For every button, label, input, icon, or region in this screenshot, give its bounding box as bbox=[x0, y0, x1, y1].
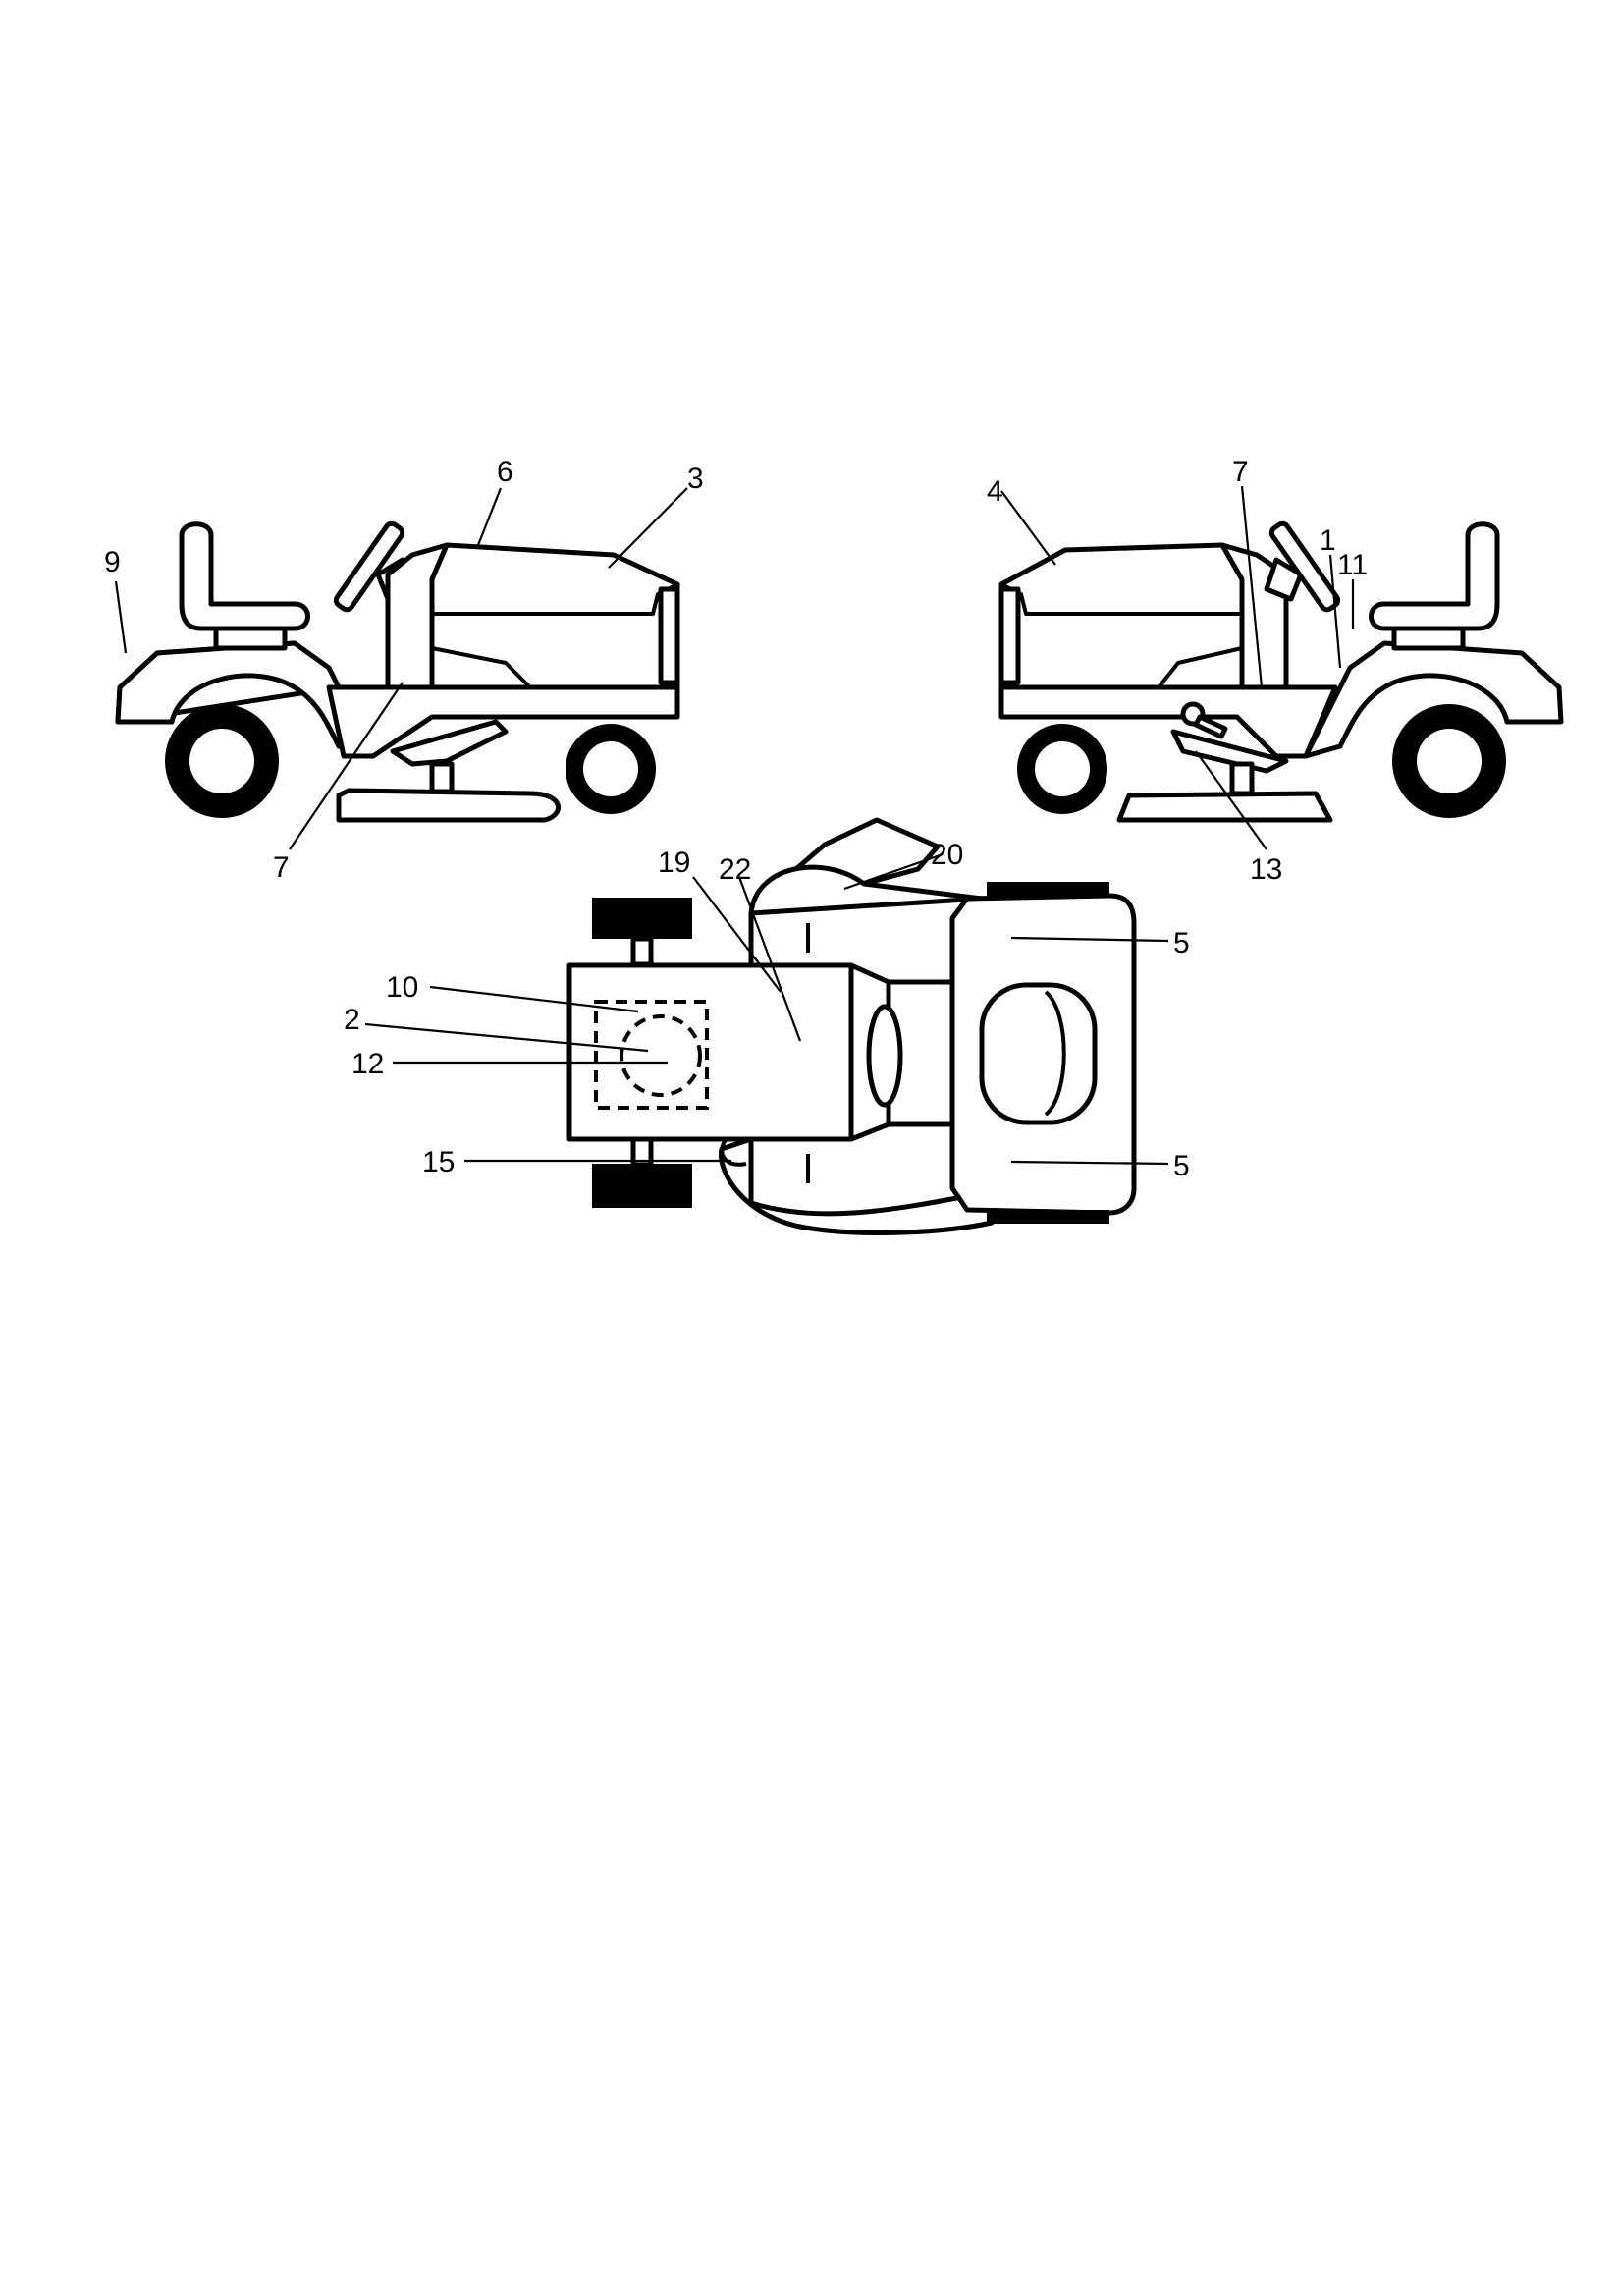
rear-wheel-hub bbox=[1417, 729, 1482, 793]
callout-11: 11 bbox=[1337, 549, 1368, 581]
rear-wheel-top bbox=[592, 898, 692, 939]
grille bbox=[658, 586, 680, 685]
leader-5-bottom bbox=[1010, 1160, 1169, 1166]
leader-6 bbox=[476, 487, 503, 546]
mower-deck bbox=[1116, 791, 1333, 823]
leader-20 bbox=[843, 852, 944, 891]
fuel-cap-area bbox=[620, 1014, 702, 1097]
callout-7-right: 7 bbox=[1232, 456, 1249, 488]
steering-wheel bbox=[333, 520, 405, 613]
mower-deck bbox=[336, 788, 561, 823]
callout-22: 22 bbox=[719, 853, 751, 886]
seat-post bbox=[213, 626, 288, 651]
callout-10: 10 bbox=[386, 971, 418, 1004]
leader-3 bbox=[608, 487, 688, 569]
tractor-top-view: 19 22 20 10 2 12 15 5 5 bbox=[344, 817, 1190, 1235]
seat-post bbox=[1391, 626, 1466, 651]
front-wheel-top bbox=[987, 882, 1109, 898]
hood-vent-inner bbox=[1044, 990, 1066, 1117]
steering-wheel bbox=[1268, 520, 1341, 613]
steering-wheel-top bbox=[866, 1004, 903, 1108]
leader-1 bbox=[1328, 554, 1342, 669]
callout-12: 12 bbox=[351, 1048, 384, 1080]
leader-4 bbox=[1000, 490, 1056, 566]
callout-20: 20 bbox=[931, 839, 963, 871]
callout-19: 19 bbox=[658, 847, 690, 879]
tractor-right-side-view: 4 7 1 11 13 bbox=[987, 456, 1564, 886]
callout-5-bottom: 5 bbox=[1173, 1150, 1190, 1182]
leader-10 bbox=[429, 985, 639, 1013]
callout-1: 1 bbox=[1320, 524, 1336, 557]
front-wheel-hub bbox=[583, 741, 638, 796]
deck-hanger bbox=[429, 761, 455, 794]
seat bbox=[179, 521, 310, 631]
rear-body bbox=[566, 962, 854, 1142]
tank-edge bbox=[720, 1137, 747, 1167]
foot-pedal bbox=[390, 719, 509, 767]
leader-13 bbox=[1195, 750, 1267, 850]
rear-fender bbox=[1303, 640, 1564, 759]
leader-5-top bbox=[1010, 936, 1169, 943]
frame bbox=[998, 684, 1338, 759]
deck-hanger bbox=[1229, 761, 1255, 796]
hood bbox=[998, 542, 1245, 690]
rear-wheel-hub bbox=[189, 729, 254, 793]
callout-6: 6 bbox=[497, 456, 513, 488]
leader-7-right bbox=[1240, 485, 1264, 688]
tractor-left-side-view: 6 3 9 7 bbox=[104, 456, 704, 884]
callout-13: 13 bbox=[1250, 853, 1282, 886]
hood-vent bbox=[979, 982, 1098, 1125]
callout-3: 3 bbox=[687, 463, 704, 495]
hood bbox=[429, 542, 680, 690]
leader-7-left bbox=[289, 682, 404, 850]
callout-2: 2 bbox=[344, 1004, 360, 1036]
front-wheel-bottom bbox=[987, 1210, 1109, 1224]
lever bbox=[1193, 714, 1228, 739]
front-wheel-hub bbox=[1035, 741, 1090, 796]
axle-top bbox=[630, 936, 654, 967]
callout-4: 4 bbox=[987, 475, 1003, 508]
leader-9 bbox=[114, 580, 128, 654]
callout-15: 15 bbox=[422, 1146, 455, 1178]
foot-pedal bbox=[1170, 729, 1289, 774]
callout-9: 9 bbox=[104, 546, 121, 578]
seat bbox=[1369, 521, 1500, 631]
callout-5-top: 5 bbox=[1173, 927, 1190, 959]
decal-area bbox=[594, 1000, 709, 1110]
hood-side bbox=[431, 646, 532, 689]
leader-19 bbox=[692, 876, 782, 993]
rear-wheel-bottom bbox=[592, 1164, 692, 1208]
leader-22 bbox=[737, 876, 802, 1042]
callout-7-left: 7 bbox=[273, 851, 290, 884]
hood-side bbox=[1157, 646, 1243, 689]
leader-2 bbox=[364, 1022, 649, 1053]
grille bbox=[998, 586, 1021, 685]
